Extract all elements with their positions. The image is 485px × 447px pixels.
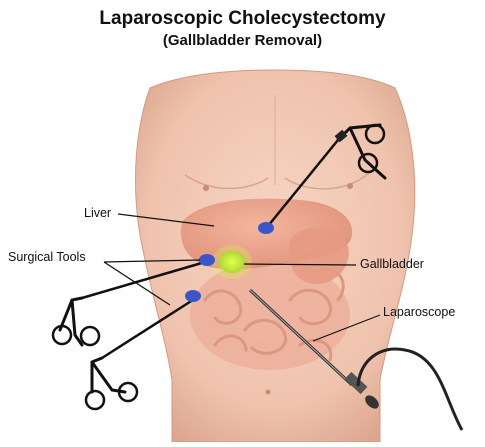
gallbladder-organ <box>219 251 245 273</box>
left-grasper-upper <box>51 258 213 347</box>
left-grasper-lower <box>84 296 197 411</box>
label-gallbladder: Gallbladder <box>360 257 424 271</box>
label-liver: Liver <box>84 206 112 220</box>
label-laparoscope: Laparoscope <box>383 305 456 319</box>
intestines <box>190 260 350 370</box>
navel <box>265 389 271 395</box>
nipple-left <box>203 185 209 191</box>
leader-lines <box>103 213 381 342</box>
label-surgical-tools: Surgical Tools <box>8 250 86 264</box>
trocar-ports <box>185 222 274 302</box>
page-title: Laparoscopic Cholecystectomy <box>99 8 386 29</box>
stomach <box>289 227 349 285</box>
nipple-right <box>347 183 353 189</box>
page-subtitle: (Gallbladder Removal) <box>162 32 323 49</box>
laparoscope-instrument <box>248 288 464 431</box>
chest-contour-right <box>284 171 371 190</box>
right-grasper <box>267 123 387 227</box>
chest-contour-left <box>184 174 269 190</box>
